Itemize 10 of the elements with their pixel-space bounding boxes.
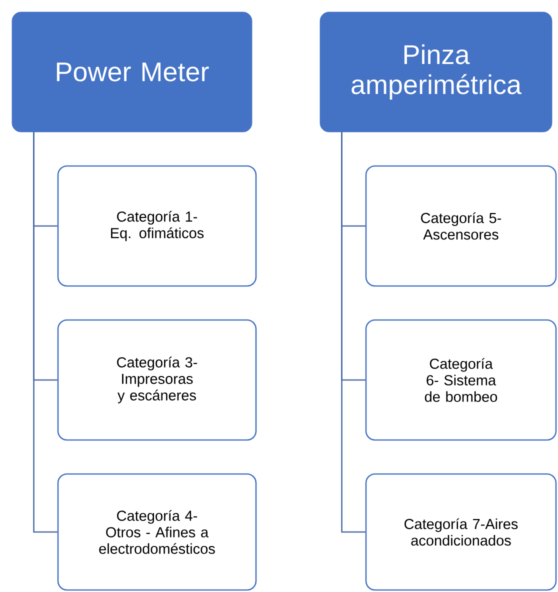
category-box: Categoría 4-Otros - Afines a electrodomésticos: [57, 473, 257, 591]
category-box: Categoría 5- Ascensores: [365, 165, 557, 287]
category-box: Categoría 6- Sistema de bombeo: [365, 319, 557, 441]
category-box: Categoría 7-Aires acondicionados: [365, 473, 557, 591]
header-box: Power Meter: [12, 12, 252, 132]
connector-line: [341, 132, 366, 533]
category-box: Categoría 3- Impresoras y escáneres: [57, 319, 257, 441]
header-box: Pinza amperimétrica: [320, 12, 552, 132]
connector-line: [33, 132, 58, 533]
category-box: Categoría 1-Eq. ofimáticos: [57, 165, 257, 287]
